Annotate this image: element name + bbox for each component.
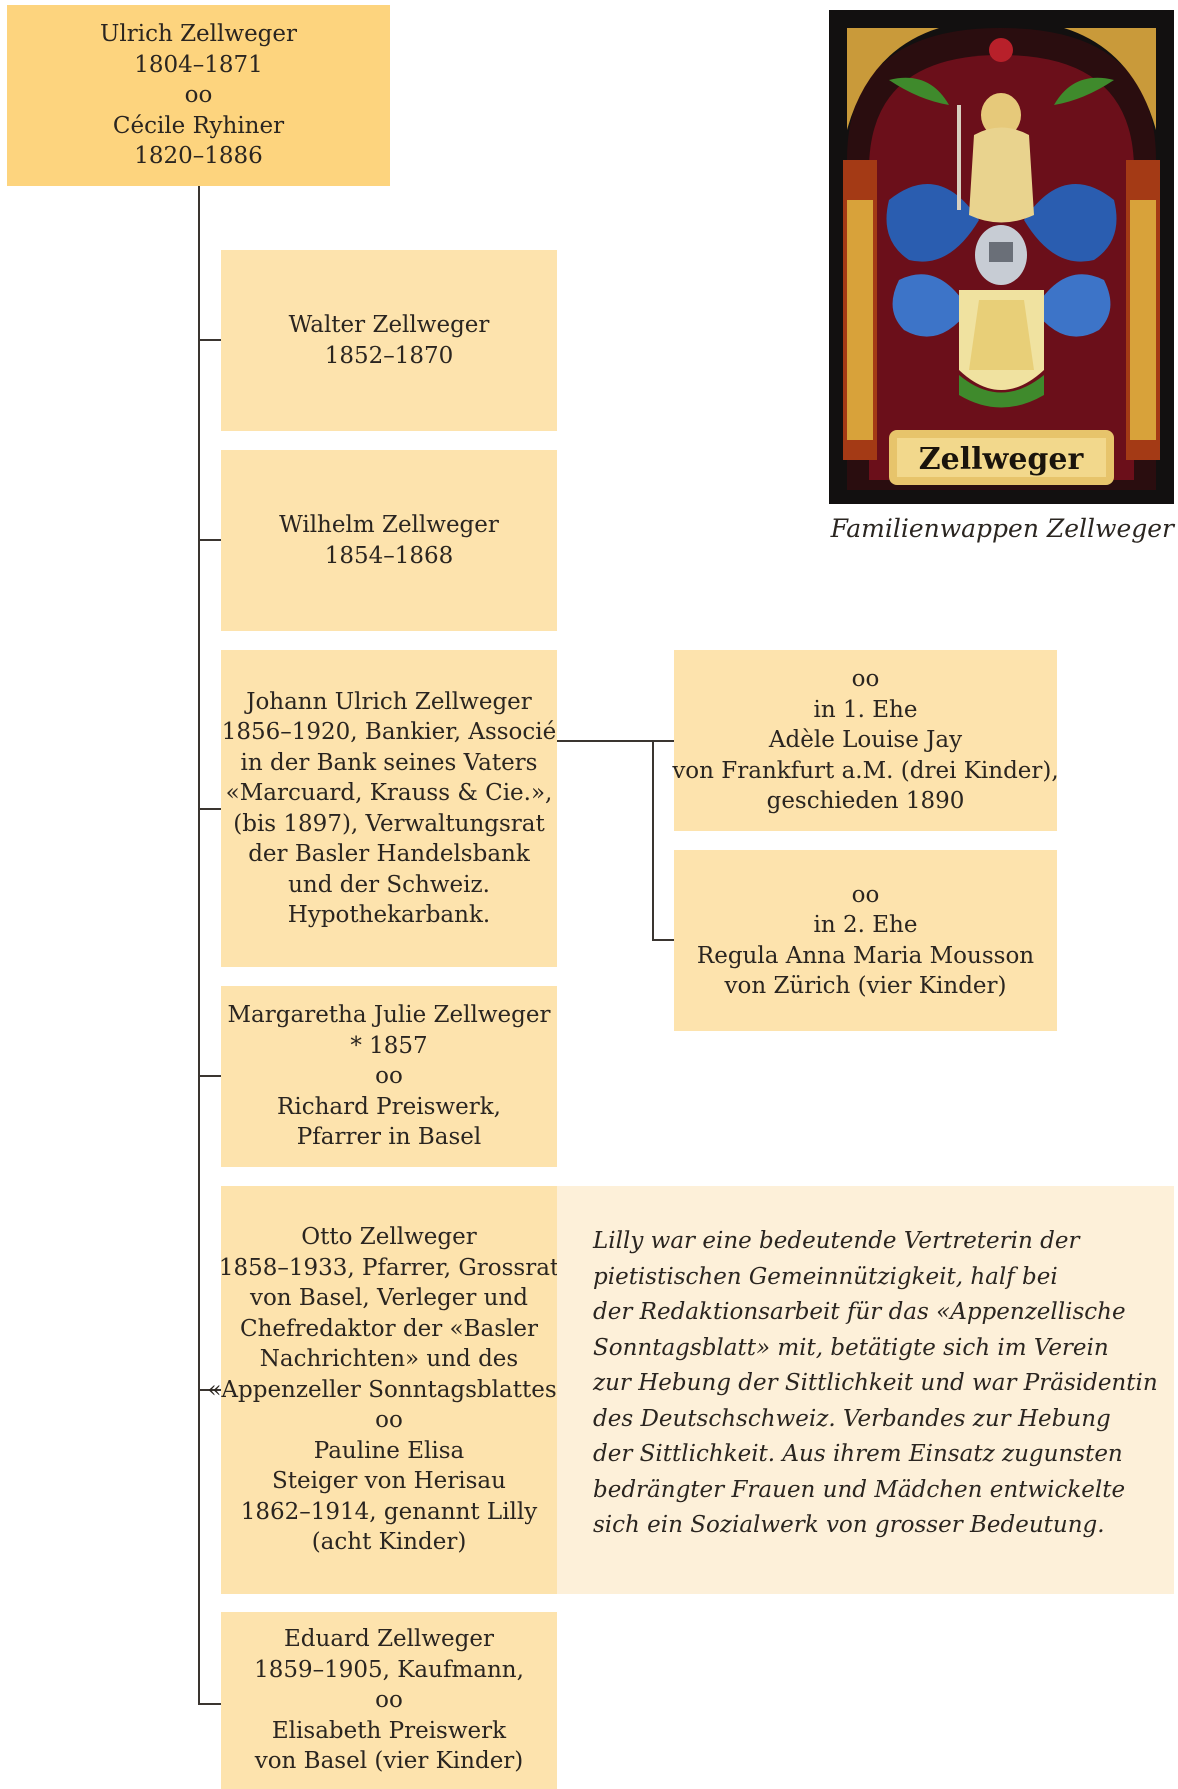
spouse-detail: Pfarrer in Basel — [296, 1124, 482, 1151]
child-detail: der Basler Handelsbank — [248, 841, 530, 867]
child-box-wilhelm: Wilhelm Zellweger 1854–1868 — [221, 450, 557, 631]
trunk-line — [198, 186, 200, 1704]
child-box-walter: Walter Zellweger 1852–1870 — [221, 250, 557, 431]
note-line: zur Hebung der Sittlichkeit und war Präs… — [593, 1370, 1158, 1396]
branch-line-wilhelm — [198, 539, 221, 541]
note-line: sich ein Sozialwerk von grosser Bedeutun… — [593, 1512, 1105, 1538]
branch-line-walter — [198, 339, 221, 341]
branch-line-johann — [198, 808, 221, 810]
child-dates: 1854–1868 — [324, 542, 454, 569]
spouse-name: Adèle Louise Jay — [768, 727, 963, 754]
note-line: der Redaktionsarbeit für das «Appenzelli… — [593, 1299, 1126, 1325]
child-name: Margaretha Julie Zellweger — [227, 1002, 551, 1029]
spouse-name: Elisabeth Preiswerk — [271, 1717, 507, 1744]
child-box-eduard: Eduard Zellweger 1859–1905, Kaufmann, oo… — [221, 1612, 557, 1789]
child-detail: Hypothekarbank. — [287, 902, 491, 928]
child-detail: von Basel, Verleger und — [249, 1285, 529, 1312]
spouse-detail: geschieden 1890 — [766, 788, 965, 815]
root-couple-box: Ulrich Zellweger 1804–1871 oo Cécile Ryh… — [7, 5, 390, 186]
child-detail: Nachrichten» und des — [259, 1346, 519, 1373]
child-detail: «Appenzeller Sonntagsblattes» — [207, 1376, 571, 1403]
child-detail: «Marcuard, Krauss & Cie.», — [225, 780, 553, 806]
crest-banner-text: Zellweger — [919, 442, 1085, 477]
child-detail: (bis 1897), Verwaltungsrat — [233, 810, 545, 837]
child-dates: * 1857 — [350, 1032, 428, 1059]
spouse-name: Pauline Elisa — [313, 1437, 465, 1464]
spouse-detail: Steiger von Herisau — [272, 1468, 506, 1495]
child-detail: in der Bank seines Vaters — [240, 749, 538, 776]
coat-of-arms-caption: Familienwappen Zellweger — [830, 514, 1174, 543]
marriage-symbol: oo — [375, 1687, 403, 1714]
child-detail: 1858–1933, Pfarrer, Grossrat — [218, 1254, 560, 1281]
marriage-symbol: oo — [375, 1407, 403, 1434]
spouse-line-vertical — [652, 740, 654, 940]
child-name: Johann Ulrich Zellweger — [246, 688, 532, 715]
spouse-name: Regula Anna Maria Mousson — [696, 942, 1035, 969]
child-detail: 1859–1905, Kaufmann, — [254, 1656, 524, 1683]
child-name: Otto Zellweger — [301, 1224, 477, 1251]
note-line: Sonntagsblatt» mit, betätigte sich im Ve… — [593, 1334, 1109, 1361]
spouse-detail: von Zürich (vier Kinder) — [724, 973, 1007, 999]
child-box-otto: Otto Zellweger 1858–1933, Pfarrer, Gross… — [207, 1186, 571, 1594]
child-name: Eduard Zellweger — [284, 1626, 494, 1653]
marriage-symbol: oo — [375, 1063, 403, 1090]
child-box-johann-ulrich: Johann Ulrich Zellweger 1856–1920, Banki… — [221, 650, 557, 967]
root-marriage-symbol: oo — [184, 82, 213, 109]
child-detail: Chefredaktor der «Basler — [239, 1315, 538, 1342]
spouse-detail: (acht Kinder) — [311, 1529, 467, 1556]
note-line: bedrängter Frauen und Mädchen entwickelt… — [593, 1476, 1126, 1503]
marriage-symbol: oo — [851, 881, 880, 908]
child-detail: und der Schweiz. — [288, 871, 490, 898]
child-name: Wilhelm Zellweger — [279, 512, 499, 538]
coat-of-arms-image: Zellweger — [829, 10, 1174, 504]
spouse-line-horizontal — [557, 740, 674, 742]
spouse-detail: von Basel (vier Kinder) — [254, 1748, 524, 1775]
root-spouse-name: Cécile Ryhiner — [112, 112, 285, 139]
lilly-note: Lilly war eine bedeutende Vertreterin de… — [557, 1186, 1174, 1594]
spouse-detail: 1862–1914, genannt Lilly — [240, 1498, 538, 1525]
spouse-name: Richard Preiswerk, — [277, 1093, 501, 1120]
child-name: Walter Zellweger — [288, 312, 490, 338]
note-line: der Sittlichkeit. Aus ihrem Einsatz zugu… — [593, 1441, 1123, 1467]
spouse-detail: von Frankfurt a.M. (drei Kinder), — [672, 757, 1059, 784]
root-dates: 1804–1871 — [134, 51, 263, 78]
child-detail: 1856–1920, Bankier, Associé — [221, 719, 557, 745]
marriage-box-second: oo in 2. Ehe Regula Anna Maria Mousson v… — [674, 850, 1057, 1031]
root-spouse-dates: 1820–1886 — [134, 143, 263, 170]
marriage-order: in 1. Ehe — [813, 696, 918, 723]
root-name: Ulrich Zellweger — [99, 21, 298, 48]
child-dates: 1852–1870 — [324, 342, 454, 369]
note-line: pietistischen Gemeinnützigkeit, half bei — [593, 1263, 1058, 1290]
marriage-symbol: oo — [851, 666, 880, 693]
note-line: Lilly war eine bedeutende Vertreterin de… — [593, 1228, 1080, 1254]
branch-line-otto — [198, 1389, 221, 1391]
branch-line-margaretha — [198, 1075, 221, 1077]
branch-line-eduard — [198, 1703, 221, 1705]
coat-of-arms-icon: Zellweger — [829, 10, 1174, 504]
marriage-order: in 2. Ehe — [813, 912, 918, 938]
spouse-line-second — [652, 939, 674, 941]
note-line: des Deutschschweiz. Verbandes zur Hebung — [593, 1405, 1111, 1432]
child-box-margaretha: Margaretha Julie Zellweger * 1857 oo Ric… — [221, 986, 557, 1167]
marriage-box-first: oo in 1. Ehe Adèle Louise Jay von Frankf… — [672, 650, 1059, 831]
